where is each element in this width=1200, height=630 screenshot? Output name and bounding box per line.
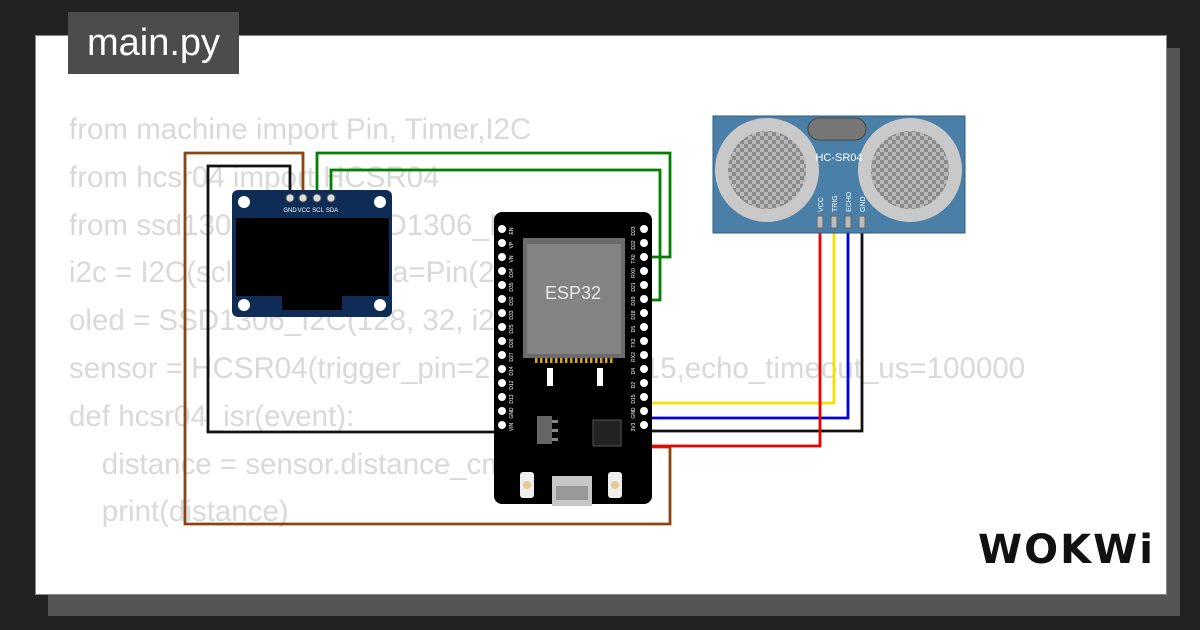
esp32-pin-label: D27 — [509, 352, 515, 361]
esp32-pin-label: VN — [509, 255, 515, 262]
code-line: distance = sensor.distance_cm() — [69, 447, 526, 481]
esp32-pin-label: D19 — [631, 296, 637, 305]
oled-pins — [285, 193, 336, 203]
esp32-pin-label: D5 — [631, 326, 637, 333]
esp32-pin-label: D4 — [631, 368, 637, 375]
esp32-label: ESP32 — [545, 283, 601, 303]
wire-green-sda — [329, 168, 662, 302]
file-tab[interactable]: main.py — [68, 12, 239, 74]
esp32-pin-label: D22 — [631, 240, 637, 249]
esp32-pin-label: D23 — [631, 226, 637, 235]
hcsr04-label: HC-SR04 — [815, 152, 862, 164]
esp32-pin-label: D2 — [631, 382, 637, 389]
esp32-pin-label: D18 — [631, 310, 637, 319]
wire-yellow-trig — [640, 228, 836, 405]
code-line: def hcsr04_isr(event): — [69, 399, 355, 433]
esp32-pin-label: D32 — [509, 296, 515, 305]
esp32-pin-label: GND — [509, 407, 515, 419]
esp32-pin-label: D14 — [509, 366, 515, 375]
esp32-pin-label: TX2 — [631, 338, 637, 347]
sensor-pin-label: TRIG — [832, 195, 839, 212]
esp32-pin-label: D12 — [509, 380, 515, 389]
esp32-pin-label: D35 — [509, 282, 515, 291]
wire-blue-echo — [640, 228, 850, 420]
oled-display[interactable]: GND VCC SCL SDA — [232, 190, 392, 317]
wire-red-vcc — [640, 228, 822, 448]
esp32-right-header — [640, 225, 648, 429]
esp32-pin-label: D33 — [509, 310, 515, 319]
esp32-pin-label: D13 — [509, 394, 515, 403]
esp32-pin-label: VIN — [509, 422, 515, 431]
esp32-pin-label: D15 — [631, 394, 637, 403]
esp32-pin-label: D21 — [631, 282, 637, 291]
esp32-pin-label: EN — [509, 227, 515, 234]
esp32-pin-label: TX0 — [631, 254, 637, 263]
sensor-pin-label: VCC — [818, 197, 825, 212]
code-line: from machine import Pin, Timer,I2C — [69, 113, 532, 146]
esp32-left-header — [498, 225, 506, 429]
oled-pin-label: SDA — [326, 208, 338, 214]
wire-black-gnd-oled — [206, 164, 502, 434]
esp32-pin-label: D25 — [509, 324, 515, 333]
wokwi-logo[interactable]: WOKWi — [978, 527, 1155, 573]
esp32-pin-label: VP — [509, 241, 515, 248]
sensor-pins — [816, 215, 866, 229]
sensor-pin-label: ECHO — [846, 191, 853, 212]
sensor-pin-label: GND — [860, 196, 867, 212]
wire-black-gnd-sensor — [640, 228, 864, 433]
esp32-pin-label: RX0 — [631, 268, 637, 278]
oled-pin-label: GND — [283, 208, 297, 214]
esp32-board[interactable]: ESP32 EN VP VN D34 D35 D32 D33 — [494, 212, 652, 506]
oled-pin-label: VCC — [298, 208, 311, 214]
esp32-pin-label: 3V3 — [631, 422, 637, 431]
esp32-pin-label: RX2 — [631, 352, 637, 362]
esp32-pin-label: D26 — [509, 338, 515, 347]
wires — [183, 151, 864, 526]
oled-pin-label: SCL — [312, 208, 324, 214]
esp32-pin-label: GND — [631, 407, 637, 419]
hcsr04-sensor[interactable]: HC-SR04 VCC TRIG ECHO GND — [712, 115, 966, 234]
esp32-pin-label: D34 — [509, 268, 515, 277]
